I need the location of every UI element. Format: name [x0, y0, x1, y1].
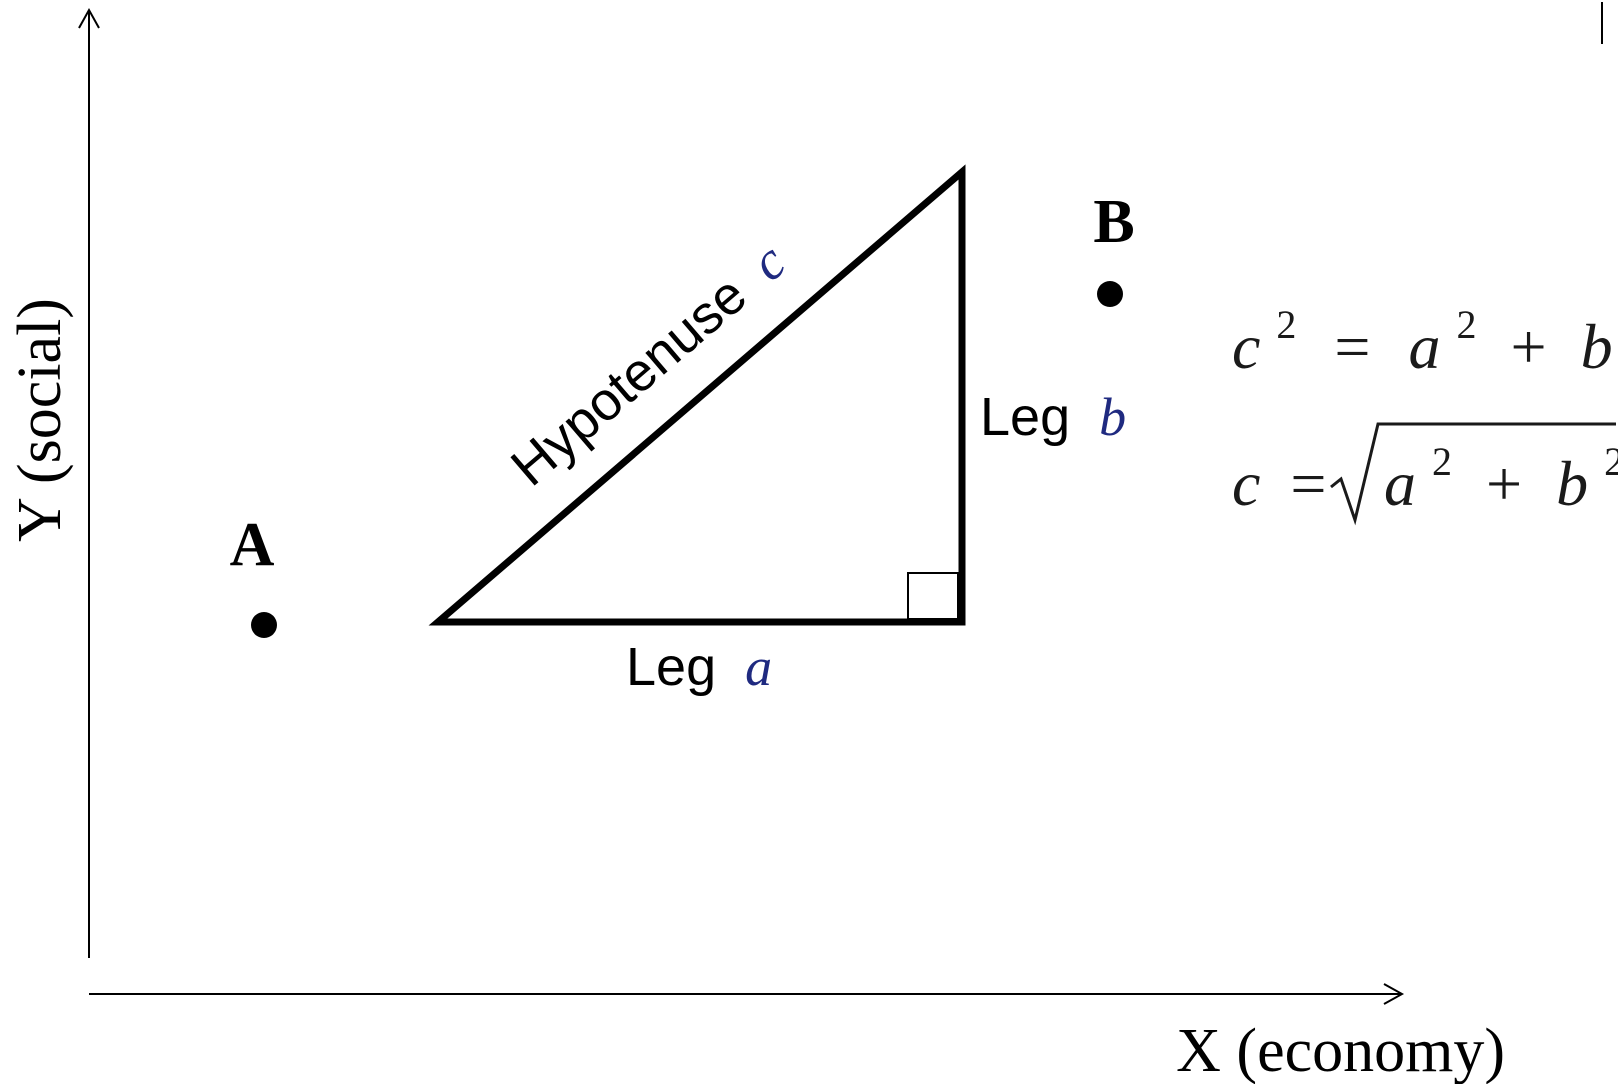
x-axis — [89, 983, 1405, 1005]
formula-hypotenuse-root: c = a 2 + b 2 — [1232, 418, 1618, 526]
formula1-c-exp: 2 — [1276, 302, 1296, 347]
x-axis-label: X (economy) — [1176, 1017, 1505, 1084]
square-root-sign — [1330, 422, 1616, 526]
leg-a-label: Leg a — [626, 637, 772, 697]
point-b-dot — [1097, 281, 1123, 307]
formula1-c: c — [1232, 311, 1260, 382]
leg-b-label: Leg b — [980, 387, 1126, 447]
formula2-plus: + — [1486, 448, 1522, 519]
leg-a-word: Leg — [626, 637, 716, 697]
x-axis-arrowhead — [1383, 983, 1405, 1005]
svg-text:a 2 + b: a 2 + b 2 — [1384, 418, 1618, 519]
right-angle-marker — [907, 572, 959, 620]
point-a-dot — [251, 612, 277, 638]
formula2-c: c — [1232, 448, 1260, 519]
y-axis — [78, 7, 100, 958]
formula1-b: b — [1581, 311, 1613, 382]
svg-text:c 2 = a: c 2 = a 2 + b 2 — [1232, 281, 1618, 382]
formula2-a-exp: 2 — [1432, 439, 1452, 484]
svg-text:c =: c = — [1232, 448, 1327, 519]
formula2-eq: = — [1290, 448, 1326, 519]
formula2-b-exp: 2 — [1604, 439, 1618, 484]
point-b: B — [1093, 188, 1135, 307]
formula-pythagorean: c 2 = a 2 + b 2 — [1232, 281, 1618, 382]
right-triangle — [428, 164, 966, 626]
formula1-a-exp: 2 — [1457, 302, 1477, 347]
point-a-label: A — [230, 511, 275, 579]
y-axis-arrowhead — [78, 7, 100, 29]
hypotenuse-var: c — [739, 231, 796, 292]
formula1-plus: + — [1511, 311, 1547, 382]
y-axis-label: Y (social) — [6, 298, 74, 542]
formula1-eq: = — [1334, 311, 1370, 382]
point-b-label: B — [1093, 188, 1134, 256]
point-a: A — [230, 511, 277, 638]
leg-b-word: Leg — [980, 387, 1070, 447]
formula1-a: a — [1409, 311, 1441, 382]
formula2-a: a — [1384, 448, 1416, 519]
hypotenuse-label: Hypotenuse c — [500, 231, 797, 497]
triangle-outline — [428, 164, 966, 626]
formula2-b: b — [1556, 448, 1588, 519]
leg-b-var: b — [1099, 387, 1126, 447]
leg-a-var: a — [745, 637, 772, 697]
